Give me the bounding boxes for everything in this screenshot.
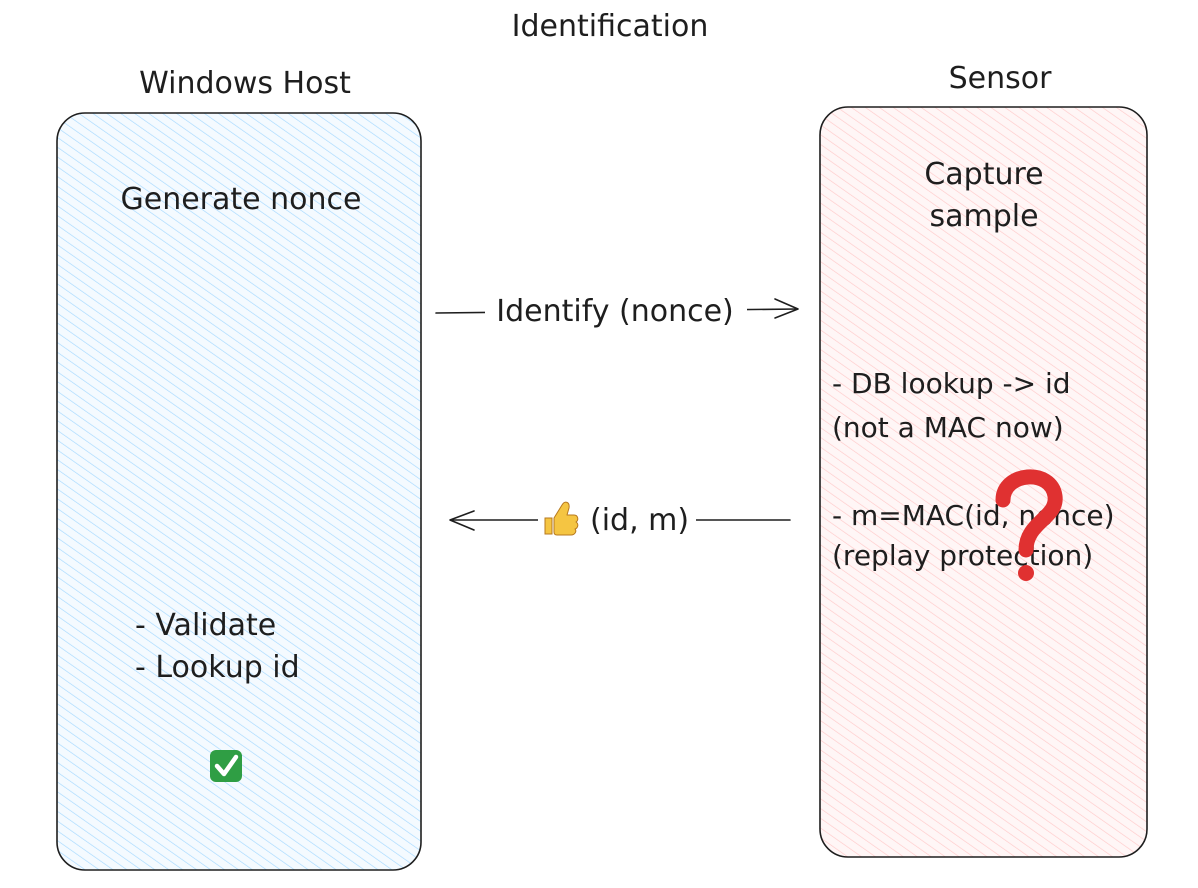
check-mark-icon — [210, 750, 242, 782]
thumbs-up-icon — [544, 501, 579, 536]
sensor-compute-mac: - m=MAC(id, nonce) — [832, 499, 1115, 532]
host-box — [56, 112, 422, 871]
host-generate-nonce: Generate nonce — [121, 182, 362, 217]
sensor-not-a-mac: (not a MAC now) — [832, 411, 1064, 444]
diagram-title: Identification — [512, 9, 709, 44]
sensor-capture: Capture — [924, 157, 1043, 192]
host-lookup-id: - Lookup id — [135, 650, 300, 685]
sensor-sample: sample — [929, 199, 1038, 234]
question-mark-icon — [995, 469, 1063, 581]
sensor-db-lookup: - DB lookup -> id — [832, 367, 1071, 400]
request-label: Identify (nonce) — [496, 294, 734, 329]
host-validate: - Validate — [135, 608, 276, 643]
host-heading: Windows Host — [139, 66, 351, 101]
sensor-heading: Sensor — [949, 61, 1052, 96]
sensor-replay-protection: (replay protection) — [832, 539, 1093, 572]
response-label: (id, m) — [590, 503, 689, 538]
sensor-box — [819, 106, 1148, 858]
